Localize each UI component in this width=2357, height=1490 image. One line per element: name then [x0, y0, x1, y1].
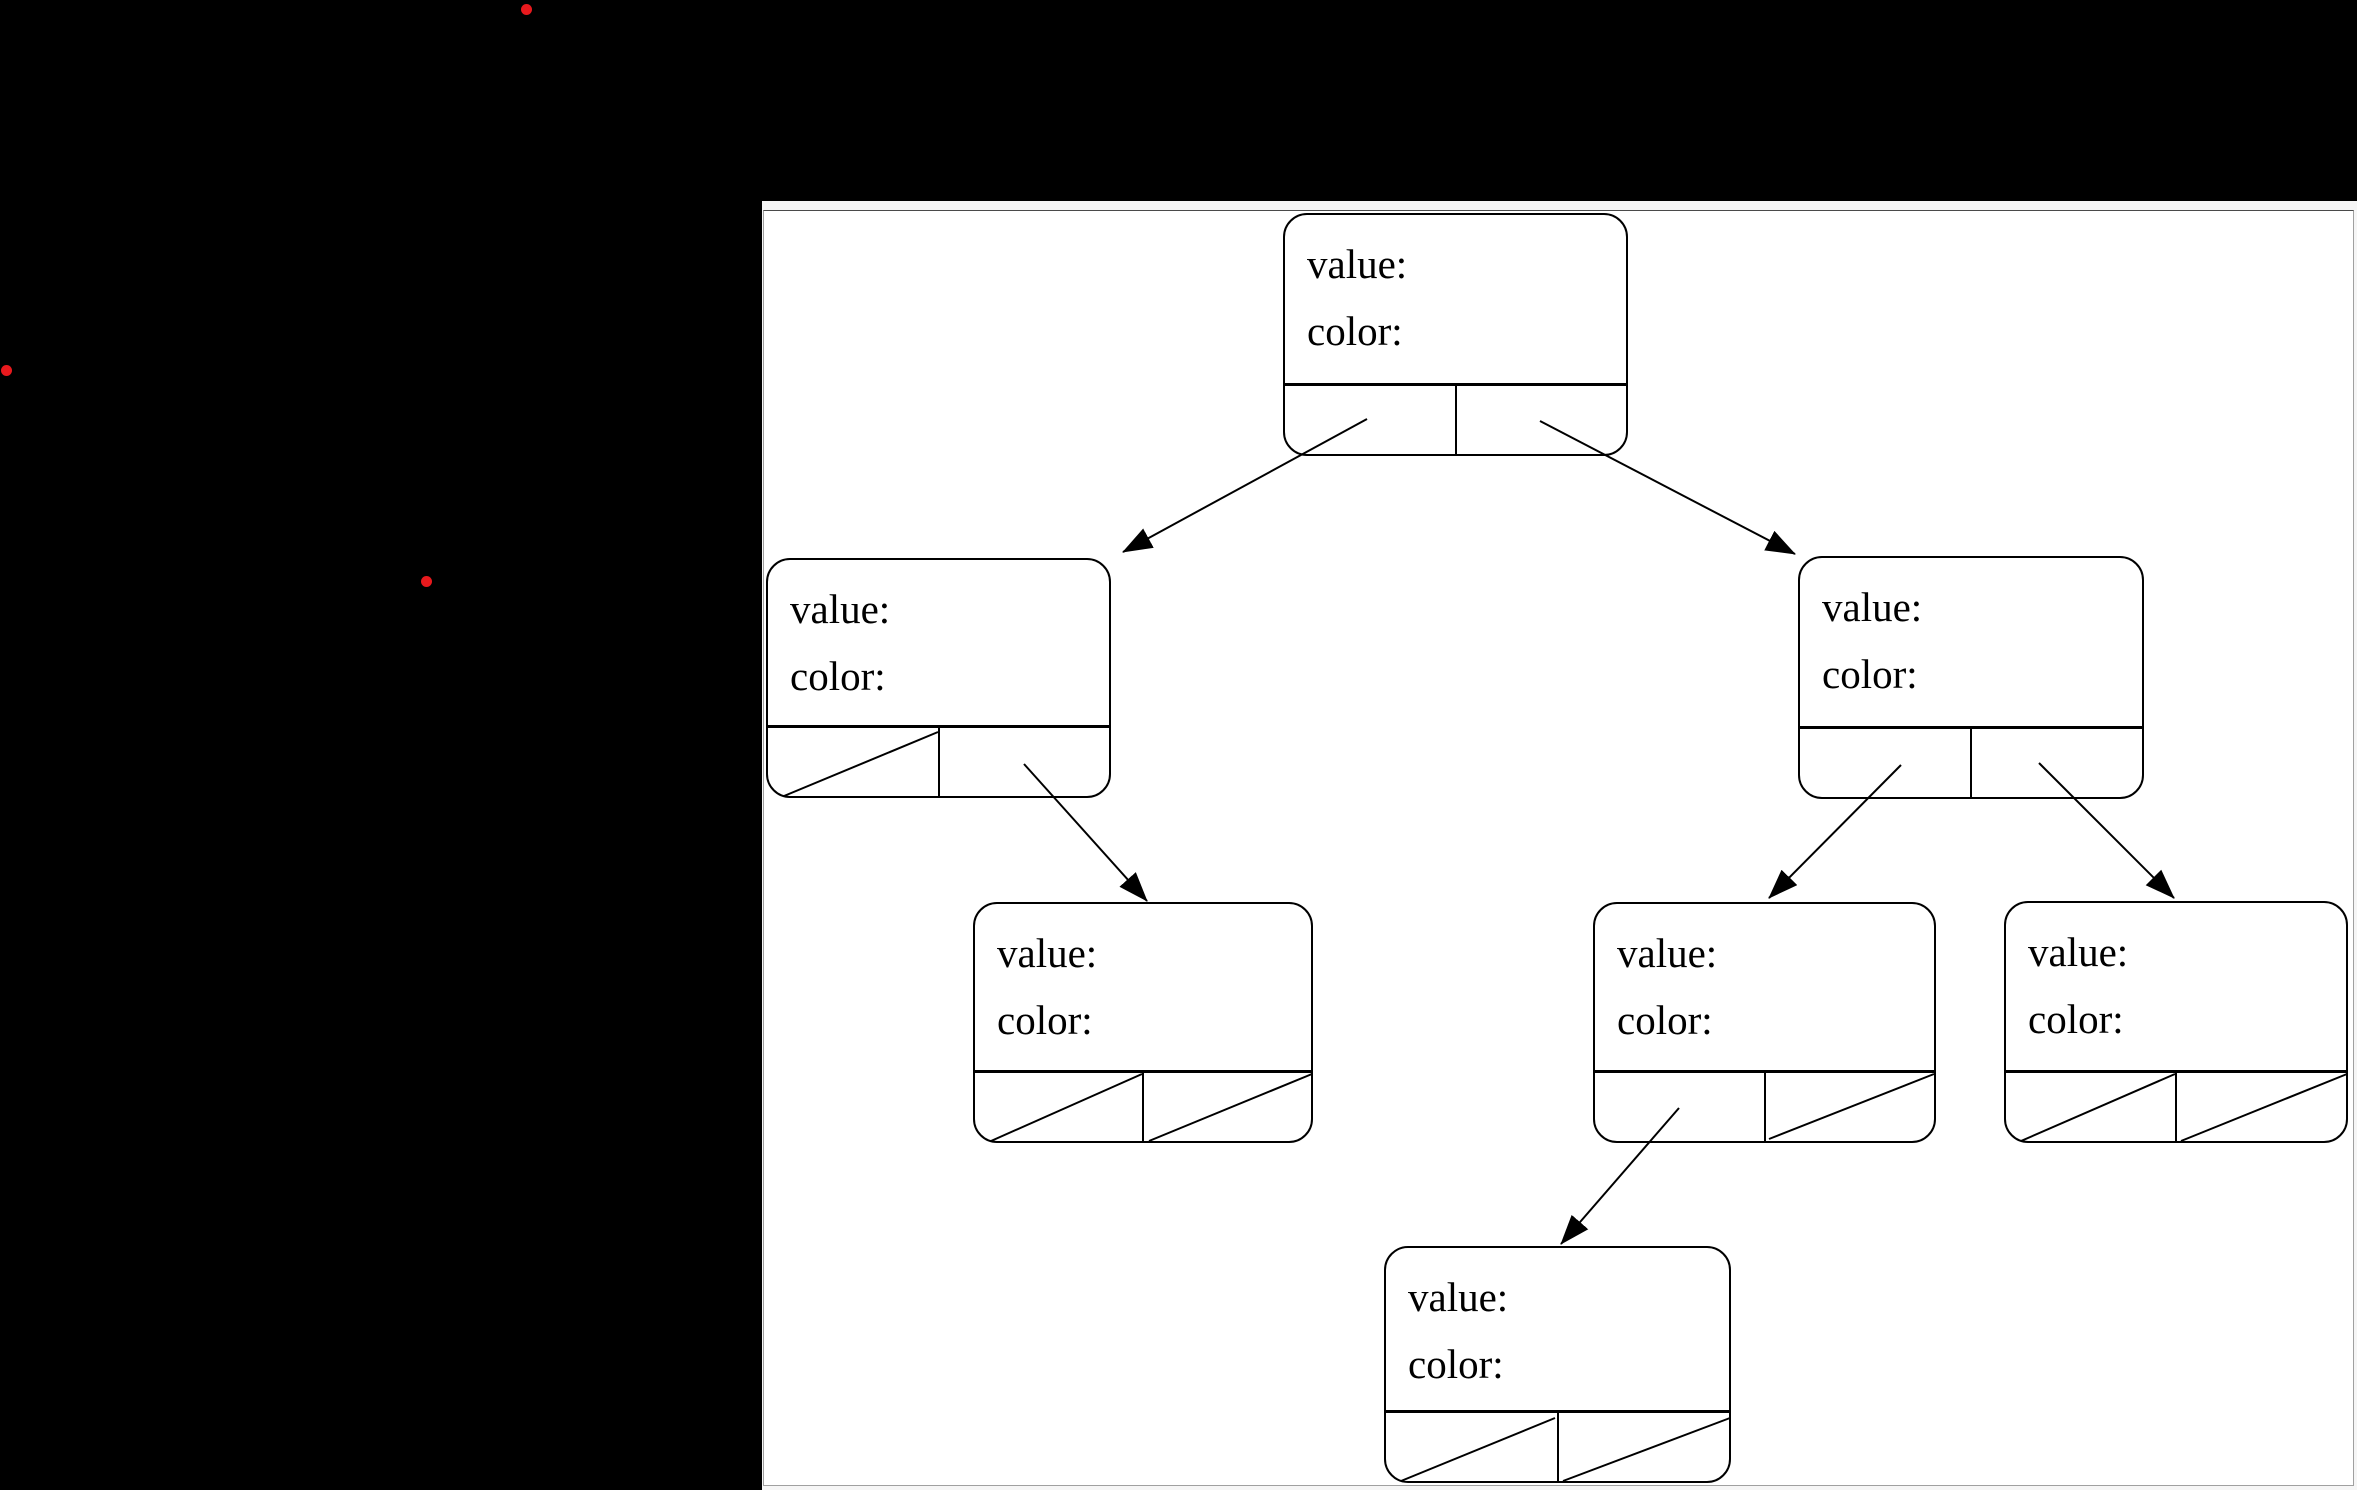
node-color-label: color:	[2028, 996, 2124, 1042]
pointer-row	[1285, 383, 1626, 454]
tree-node-right-right-grandchild: value: color:	[2004, 901, 2348, 1143]
pointer-row	[768, 725, 1109, 796]
node-value-label: value:	[1617, 930, 1718, 976]
pointer-divider	[2175, 1073, 2177, 1141]
pointer-divider	[1556, 1413, 1559, 1481]
node-value-label: value:	[997, 930, 1098, 976]
tree-node-root: value: color:	[1283, 213, 1628, 456]
node-color-label: color:	[1307, 308, 1403, 354]
pointer-divider	[937, 728, 940, 796]
tree-node-right-left-left-great-grandchild: value: color:	[1384, 1246, 1731, 1483]
pointer-row	[1386, 1410, 1729, 1481]
pointer-divider	[1454, 386, 1457, 454]
tree-node-left-right-grandchild: value: color:	[973, 902, 1313, 1143]
node-color-label: color:	[790, 653, 886, 699]
tree-node-right-child: value: color:	[1798, 556, 2144, 799]
pointer-row	[1800, 726, 2142, 797]
pointer-divider	[1970, 729, 1972, 797]
pointer-row	[1595, 1070, 1934, 1141]
node-value-label: value:	[1408, 1274, 1509, 1320]
node-value-label: value:	[790, 586, 891, 632]
node-color-label: color:	[1822, 651, 1918, 697]
node-color-label: color:	[1408, 1341, 1504, 1387]
pointer-divider	[1142, 1073, 1144, 1141]
node-value-label: value:	[2028, 929, 2129, 975]
red-dot	[521, 4, 532, 15]
document-page: value: color: value: color: value: color…	[763, 210, 2354, 1486]
pointer-row	[975, 1070, 1311, 1141]
node-color-label: color:	[1617, 997, 1713, 1043]
red-dot	[421, 576, 432, 587]
pointer-row	[2006, 1070, 2346, 1141]
red-dot	[1, 365, 12, 376]
node-value-label: value:	[1822, 584, 1923, 630]
viewer-panel: value: color: value: color: value: color…	[762, 201, 2357, 1490]
tree-node-right-left-grandchild: value: color:	[1593, 902, 1936, 1143]
pointer-divider	[1763, 1073, 1766, 1141]
tree-node-left-child: value: color:	[766, 558, 1111, 798]
node-color-label: color:	[997, 997, 1093, 1043]
node-value-label: value:	[1307, 241, 1408, 287]
